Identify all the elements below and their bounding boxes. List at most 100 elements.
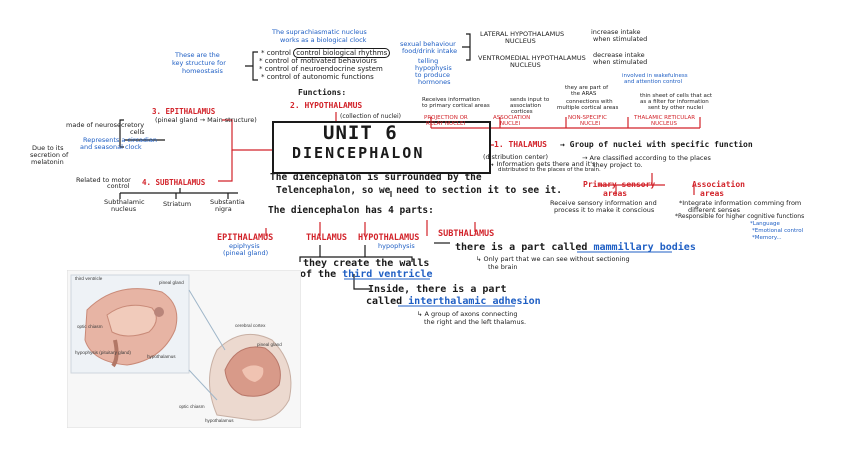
functions-bracket: [245, 51, 258, 81]
scn-note-2: works as a biological clock: [280, 36, 367, 44]
subthalamus-related-2: control: [107, 182, 130, 190]
involved-1: involved in wakefulness: [622, 73, 688, 79]
epithalamus-made-1: made of neurosecretory: [66, 121, 145, 129]
type-association-1: ASSOCIATION: [493, 115, 531, 121]
brain-anatomy-figure: third ventricle pineal gland optic chias…: [67, 270, 301, 428]
homeostasis-note-2: key structure for: [172, 59, 226, 67]
homeostasis-note-1: These are the: [175, 51, 220, 59]
aras-1: they are part of: [565, 85, 609, 91]
inside-note-1: ↳ A group of axons connecting: [417, 310, 518, 318]
fig-label-hypophysis: hypophysis (pituitary gland): [75, 350, 131, 355]
body-line-2: Telencephalon, so we need to section it …: [276, 185, 562, 196]
primary-desc-1: Receive sensory information and: [550, 199, 657, 207]
receives-2: to primary cortical areas: [422, 103, 490, 109]
subthalamus-part-2: Striatum: [163, 200, 192, 208]
function-item-1: * control control biological rhythms: [261, 48, 391, 58]
thalamus-label: 1. THALAMUS: [494, 140, 547, 149]
ventromedial-effect-1: decrease intake: [593, 51, 645, 59]
subthalamus-part-3b: nigra: [215, 205, 232, 213]
association-desc-2: different senses: [688, 206, 740, 214]
title-box: [272, 121, 491, 174]
type-projection-2: RELAY NUCLEI: [426, 121, 466, 127]
sexual-note-1: sexual behaviour: [400, 40, 456, 48]
epithalamus-sub: (pineal gland → Main structure): [155, 116, 257, 124]
telling-note-1: telling: [418, 57, 439, 65]
type-nonspecific-1: NON-SPECIFIC: [568, 115, 607, 121]
thalamus-function-text: Group of nuclei with specific function: [569, 140, 753, 149]
type-reticular-1: THALAMIC RETICULAR: [634, 115, 696, 121]
thalamus-shape: [106, 304, 157, 337]
scn-note-1: The suprachiasmatic nucleus: [272, 28, 367, 36]
thin-3: sent by other nuclei: [648, 105, 703, 111]
fig-label-pineal-gland: pineal gland: [159, 280, 184, 285]
fig-label-optic-chiasm-2: optic chiasm: [179, 404, 205, 409]
aras-2: the ARAS: [571, 91, 597, 97]
involved-2: and attention control: [624, 79, 682, 85]
epithalamus-label: 3. EPITHALAMUS: [152, 107, 216, 116]
function-item-3-text: control of neuroendocrine system: [264, 65, 383, 73]
walls-line-1: they create the walls: [303, 258, 430, 269]
connections-2: multiple cortical areas: [557, 105, 619, 111]
association-desc-1: *Integrate information comming from: [679, 199, 802, 207]
epi-sub-2: (pineal gland): [223, 249, 269, 257]
type-nonspecific-2: NUCLEI: [580, 121, 601, 127]
association-list-2: *Emotional control: [752, 228, 804, 234]
type-association-2: NUCLEI: [500, 121, 521, 127]
epithalamus-represents-1: Represents a circadian: [83, 136, 157, 144]
ventromedial-2: NUCLEUS: [510, 61, 541, 69]
diencephalon-shape: [242, 365, 264, 382]
hypo-sub: hypophysis: [378, 242, 415, 250]
part-hypothalamus: HYPOTHALAMUS: [358, 233, 420, 243]
homeostasis-note-3: homeostasis: [182, 67, 223, 75]
pineal-gland-shape: [154, 307, 164, 317]
function-item-1-text: control biological rhythms: [293, 48, 391, 58]
thin-1: thin sheet of cells that act: [640, 93, 713, 99]
epi-sub-1: epiphysis: [229, 242, 260, 250]
fig-label-pineal-gland-2: pineal gland: [257, 342, 282, 347]
body-line-3: The diencephalon has 4 parts:: [268, 205, 434, 216]
walls-line-2: of the third ventricle: [300, 270, 432, 280]
unit-title: UNIT 6: [323, 122, 398, 144]
association-list-1: *Language: [750, 221, 780, 227]
primary-desc-2: process it to make it conscious: [554, 206, 655, 214]
association-title-2: areas: [700, 189, 725, 198]
sends-2: association: [510, 103, 541, 109]
connections-1: connections with: [566, 99, 613, 105]
subthalamus-connector: [218, 150, 233, 182]
walls-line-2-pre: of the: [300, 269, 337, 280]
inside-note-2: the right and the left thalamus.: [424, 318, 527, 326]
fig-label-third-ventricle: third ventricle: [75, 276, 103, 281]
epithalamus-made-2: cells: [130, 128, 145, 136]
inside-line-2: called interthalamic adhesion: [366, 297, 541, 307]
fig-label-cerebral-cortex: cerebral cortex: [235, 323, 266, 328]
function-item-4: * control of autonomic functions: [261, 73, 374, 81]
epithalamus-due-3: melatonin: [31, 158, 64, 166]
inside-line-2-pre: called: [366, 296, 403, 307]
thalamus-info-2: distributed to the places of the brain.: [498, 167, 601, 173]
sends-3: cortices: [511, 109, 533, 115]
functions-label: Functions:: [298, 88, 347, 97]
classified-1-text: Are classified according to the places: [589, 154, 711, 162]
hypophysis-shape: [111, 339, 119, 368]
lateral-effect-2: when stimulated: [593, 35, 648, 43]
telling-note-3: to produce: [415, 71, 451, 79]
thin-2: as a filter for information: [640, 99, 709, 105]
epithalamus-represents-2: and seasonal clock: [80, 143, 142, 151]
primary-title-1: Primary sensory: [583, 180, 656, 189]
epithalamus-connector: [222, 119, 272, 151]
thalamus-function: → Group of nuclei with specific function: [560, 140, 753, 149]
subthalamus-part-1b: nucleus: [111, 205, 137, 213]
fig-label-optic-chiasm: optic chiasm: [77, 324, 103, 329]
inside-line-1: Inside, there is a part: [368, 284, 507, 295]
epithalamus-due-2: secretion of: [30, 151, 69, 159]
association-desc-3: *Responsible for higher cognitive functi…: [675, 213, 805, 220]
ventromedial-1: VENTROMEDIAL HYPOTHALAMUS: [478, 54, 586, 62]
receives-1: Receives information: [422, 97, 480, 103]
fig-label-hypothalamus: hypothalamus: [147, 354, 176, 359]
subthalamus-label: 4. SUBTHALAMUS: [142, 178, 206, 187]
third-ventricle-term: third ventricle: [342, 269, 433, 280]
sexual-note-2: food/drink intake: [402, 47, 458, 55]
inside-note-1-text: A group of axons connecting: [424, 310, 518, 318]
subthalamus-related-1: Related to motor: [76, 176, 131, 184]
mammillary-bodies-term: mammillary bodies: [593, 242, 696, 253]
